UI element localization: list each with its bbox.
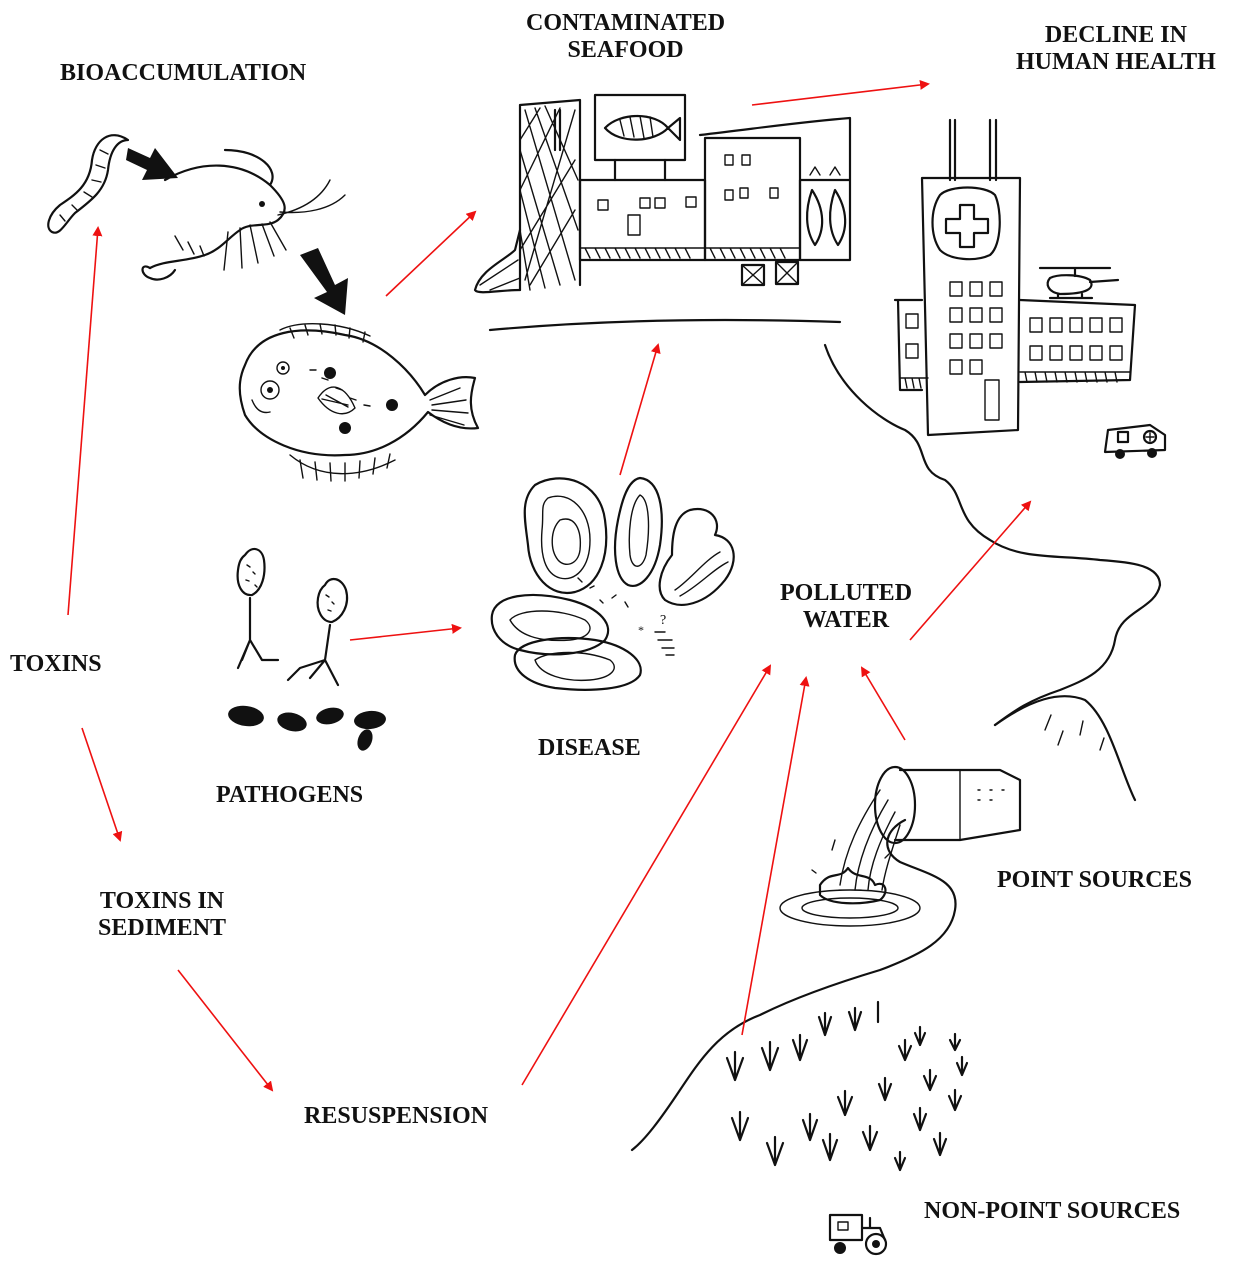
label-toxins-in-sediment: TOXINS IN SEDIMENT xyxy=(98,888,226,942)
label-decline-line1: DECLINE IN xyxy=(1044,22,1187,48)
label-disease: DISEASE xyxy=(538,735,641,761)
label-polluted-water: POLLUTED WATER xyxy=(780,580,912,634)
crop-field-icon xyxy=(725,1000,969,1172)
flow-arrows xyxy=(67,79,1032,1092)
flounder-fish-icon xyxy=(238,323,480,482)
label-pathogens: PATHOGENS xyxy=(216,782,364,808)
arrow-point-to-polluted-water xyxy=(860,666,906,741)
label-toxins: TOXINS xyxy=(10,651,102,677)
label-bioaccumulation: BIOACCUMULATION xyxy=(60,60,307,86)
ambulance-icon xyxy=(1103,423,1167,459)
label-non-point-sources: NON-POINT SOURCES xyxy=(924,1198,1181,1224)
arrow-fish-to-seafood xyxy=(385,210,477,297)
arrow-resuspension-to-polluted-water xyxy=(521,664,772,1086)
svg-text:?: ? xyxy=(660,613,666,628)
label-decline-line2: HUMAN HEALTH xyxy=(1016,49,1216,75)
svg-text:*: * xyxy=(638,623,644,637)
label-contaminated-seafood: CONTAMINATED SEAFOOD xyxy=(526,10,725,64)
tractor-icon xyxy=(828,1213,888,1256)
label-contaminated-line2: SEAFOOD xyxy=(567,37,684,63)
label-contaminated-line1: CONTAMINATED xyxy=(526,10,726,36)
river-icon xyxy=(630,343,1162,1152)
oysters-icon: ? * xyxy=(490,476,735,691)
label-polluted-line1: POLLUTED xyxy=(780,580,913,606)
arrow-sediment-to-resuspension xyxy=(177,969,274,1092)
bacteria-icon xyxy=(228,705,386,751)
arrow-seafood-to-human-health xyxy=(751,79,930,106)
label-decline-human-health: DECLINE IN HUMAN HEALTH xyxy=(1016,22,1216,76)
bioaccumulation-arrow-2-icon xyxy=(300,248,348,315)
drain-pipe-icon xyxy=(779,765,1022,927)
arrow-pathogens-to-disease xyxy=(349,623,462,641)
worm-icon xyxy=(47,134,130,234)
label-polluted-line2: WATER xyxy=(802,607,890,633)
label-resuspension: RESUSPENSION xyxy=(304,1103,489,1129)
label-toxins-sediment-line2: SEDIMENT xyxy=(98,915,227,941)
label-point-sources: POINT SOURCES xyxy=(997,867,1192,893)
arrow-polluted-to-human-health xyxy=(909,500,1032,641)
bioaccumulation-arrow-1-icon xyxy=(126,148,178,180)
shrimp-icon xyxy=(141,148,346,281)
arrow-disease-to-seafood xyxy=(619,343,661,476)
helicopter-icon xyxy=(1038,266,1120,300)
arrow-nonpoint-to-polluted-water xyxy=(741,676,810,1036)
label-toxins-sediment-line1: TOXINS IN xyxy=(99,888,225,914)
virus-pathogen-icon xyxy=(236,547,349,687)
arrow-toxins-to-sediment xyxy=(81,727,123,842)
arrow-toxins-to-bioaccumulation xyxy=(67,226,103,616)
fish-market-icon xyxy=(473,93,852,332)
hospital-icon xyxy=(893,118,1137,437)
